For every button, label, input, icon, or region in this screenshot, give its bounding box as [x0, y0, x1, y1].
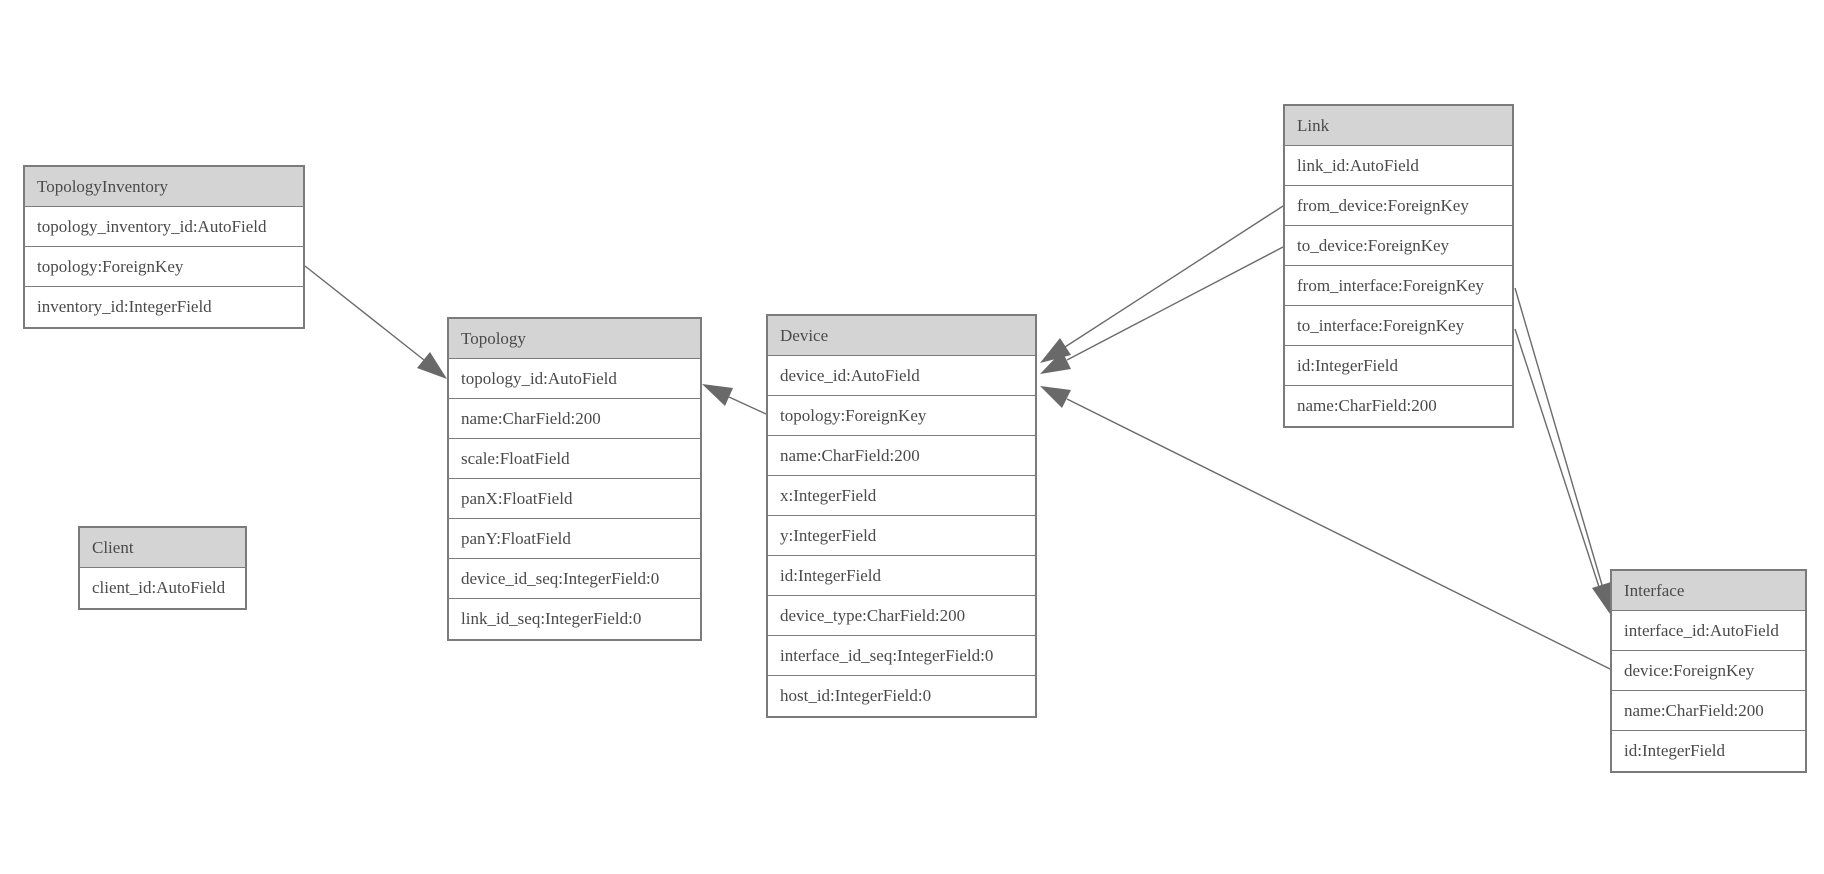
field-row: panX:FloatField: [449, 479, 700, 519]
field-row: name:CharField:200: [449, 399, 700, 439]
field-row: device_type:CharField:200: [768, 596, 1035, 636]
field-row: topology:ForeignKey: [25, 247, 303, 287]
field-row: name:CharField:200: [1612, 691, 1805, 731]
field-row: id:IntegerField: [768, 556, 1035, 596]
field-row: link_id:AutoField: [1285, 146, 1512, 186]
field-row: name:CharField:200: [1285, 386, 1512, 426]
entity-interface: Interface interface_id:AutoField device:…: [1610, 569, 1807, 773]
relation-line-link-frominterface-interface: [1514, 287, 1603, 586]
field-row: topology_id:AutoField: [449, 359, 700, 399]
arrowhead-device-topology: [702, 384, 733, 406]
entity-client: Client client_id:AutoField: [78, 526, 247, 610]
field-row: device_id:AutoField: [768, 356, 1035, 396]
relation-line-interface-device: [1066, 398, 1611, 670]
arrowhead-interface-device: [1040, 386, 1071, 408]
field-row: name:CharField:200: [768, 436, 1035, 476]
field-row: id:IntegerField: [1612, 731, 1805, 771]
entity-topology-title: Topology: [449, 319, 700, 359]
field-row: device:ForeignKey: [1612, 651, 1805, 691]
field-row: to_device:ForeignKey: [1285, 226, 1512, 266]
field-row: inventory_id:IntegerField: [25, 287, 303, 327]
field-row: client_id:AutoField: [80, 568, 245, 608]
entity-topology: Topology topology_id:AutoField name:Char…: [447, 317, 702, 641]
field-row: topology_inventory_id:AutoField: [25, 207, 303, 247]
field-row: x:IntegerField: [768, 476, 1035, 516]
relation-line-link-fromdevice-device: [1064, 205, 1284, 348]
arrowhead-topologyinventory-topology: [417, 352, 447, 379]
field-row: scale:FloatField: [449, 439, 700, 479]
entity-link-title: Link: [1285, 106, 1512, 146]
entity-client-title: Client: [80, 528, 245, 568]
arrowhead-link-interface: [1592, 582, 1611, 614]
relation-line-device-topology: [728, 396, 767, 415]
entity-device-title: Device: [768, 316, 1035, 356]
field-row: interface_id:AutoField: [1612, 611, 1805, 651]
relation-line-link-tointerface-interface: [1514, 328, 1601, 591]
field-row: interface_id_seq:IntegerField:0: [768, 636, 1035, 676]
field-row: from_device:ForeignKey: [1285, 186, 1512, 226]
field-row: link_id_seq:IntegerField:0: [449, 599, 700, 639]
entity-device: Device device_id:AutoField topology:Fore…: [766, 314, 1037, 718]
entity-topology-inventory-title: TopologyInventory: [25, 167, 303, 207]
field-row: id:IntegerField: [1285, 346, 1512, 386]
field-row: host_id:IntegerField:0: [768, 676, 1035, 716]
relation-line-topologyinventory-topology: [304, 265, 425, 361]
arrowhead-link-todevice-device: [1040, 351, 1071, 374]
entity-topology-inventory: TopologyInventory topology_inventory_id:…: [23, 165, 305, 329]
field-row: to_interface:ForeignKey: [1285, 306, 1512, 346]
entity-interface-title: Interface: [1612, 571, 1805, 611]
relation-line-link-todevice-device: [1066, 246, 1284, 361]
field-row: from_interface:ForeignKey: [1285, 266, 1512, 306]
field-row: topology:ForeignKey: [768, 396, 1035, 436]
field-row: device_id_seq:IntegerField:0: [449, 559, 700, 599]
entity-link: Link link_id:AutoField from_device:Forei…: [1283, 104, 1514, 428]
field-row: y:IntegerField: [768, 516, 1035, 556]
field-row: panY:FloatField: [449, 519, 700, 559]
